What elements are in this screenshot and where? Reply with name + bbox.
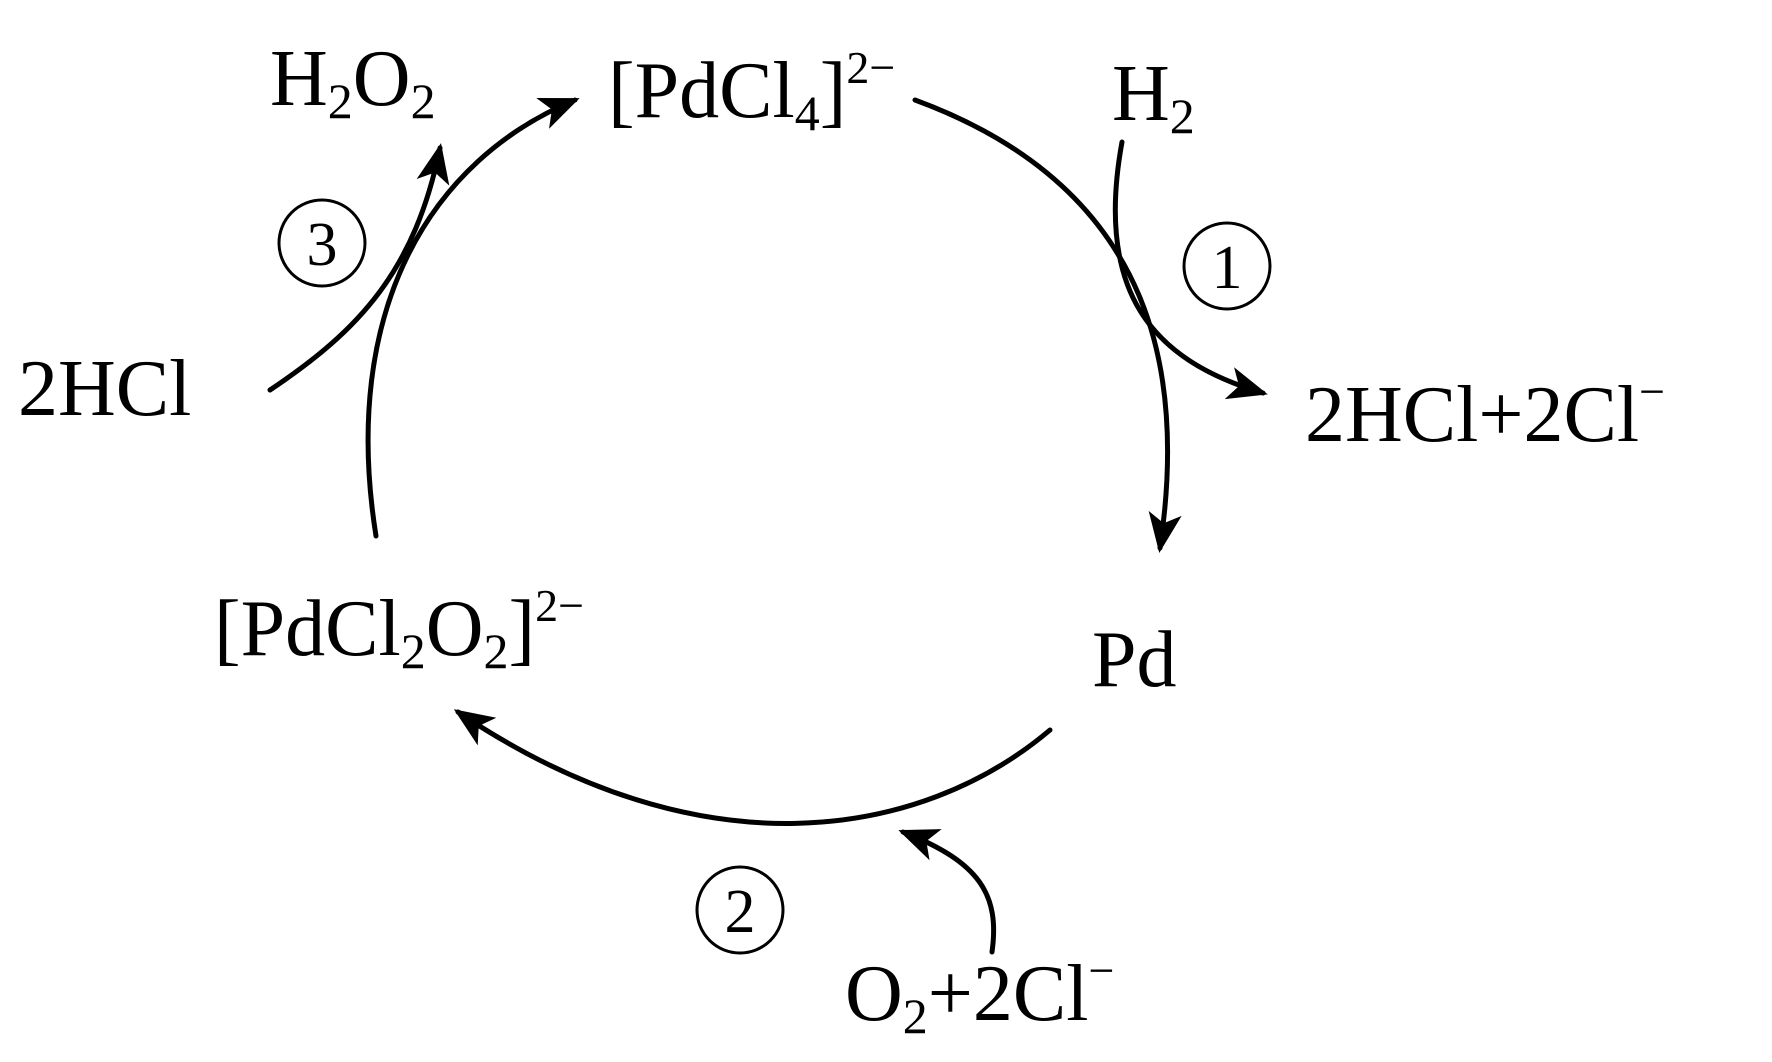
arrow-pd-to-pdcl2o2: [453, 709, 1053, 826]
species-pdcl2o2: [PdCl2O2]2−: [214, 580, 584, 679]
step-1-marker: 1: [1182, 221, 1272, 311]
arrow-o2-cl-in: [898, 829, 997, 955]
step-2-label: 2: [725, 878, 756, 946]
arrow-pdcl4-to-pd: [912, 97, 1182, 553]
species-pdcl4: [PdCl4]2−: [608, 42, 895, 141]
step-3-marker: 3: [277, 198, 367, 288]
species-h2: H2: [1112, 50, 1195, 144]
step-2-marker: 2: [695, 865, 785, 955]
arrow-pdcl2o2-to-pdcl4: [365, 97, 580, 539]
arrow-hcl-to-h2o2: [267, 143, 450, 393]
step-3-label: 3: [307, 211, 338, 279]
species-products-right: 2HCl+2Cl−: [1305, 366, 1665, 459]
species-hcl-left: 2HCl: [18, 345, 191, 433]
arrow-h2-in: [1112, 139, 1268, 400]
step-1-label: 1: [1212, 234, 1243, 302]
species-h2o2: H2O2: [270, 35, 436, 129]
species-pd: Pd: [1092, 616, 1177, 704]
species-o2-cl: O2+2Cl−: [845, 945, 1114, 1044]
